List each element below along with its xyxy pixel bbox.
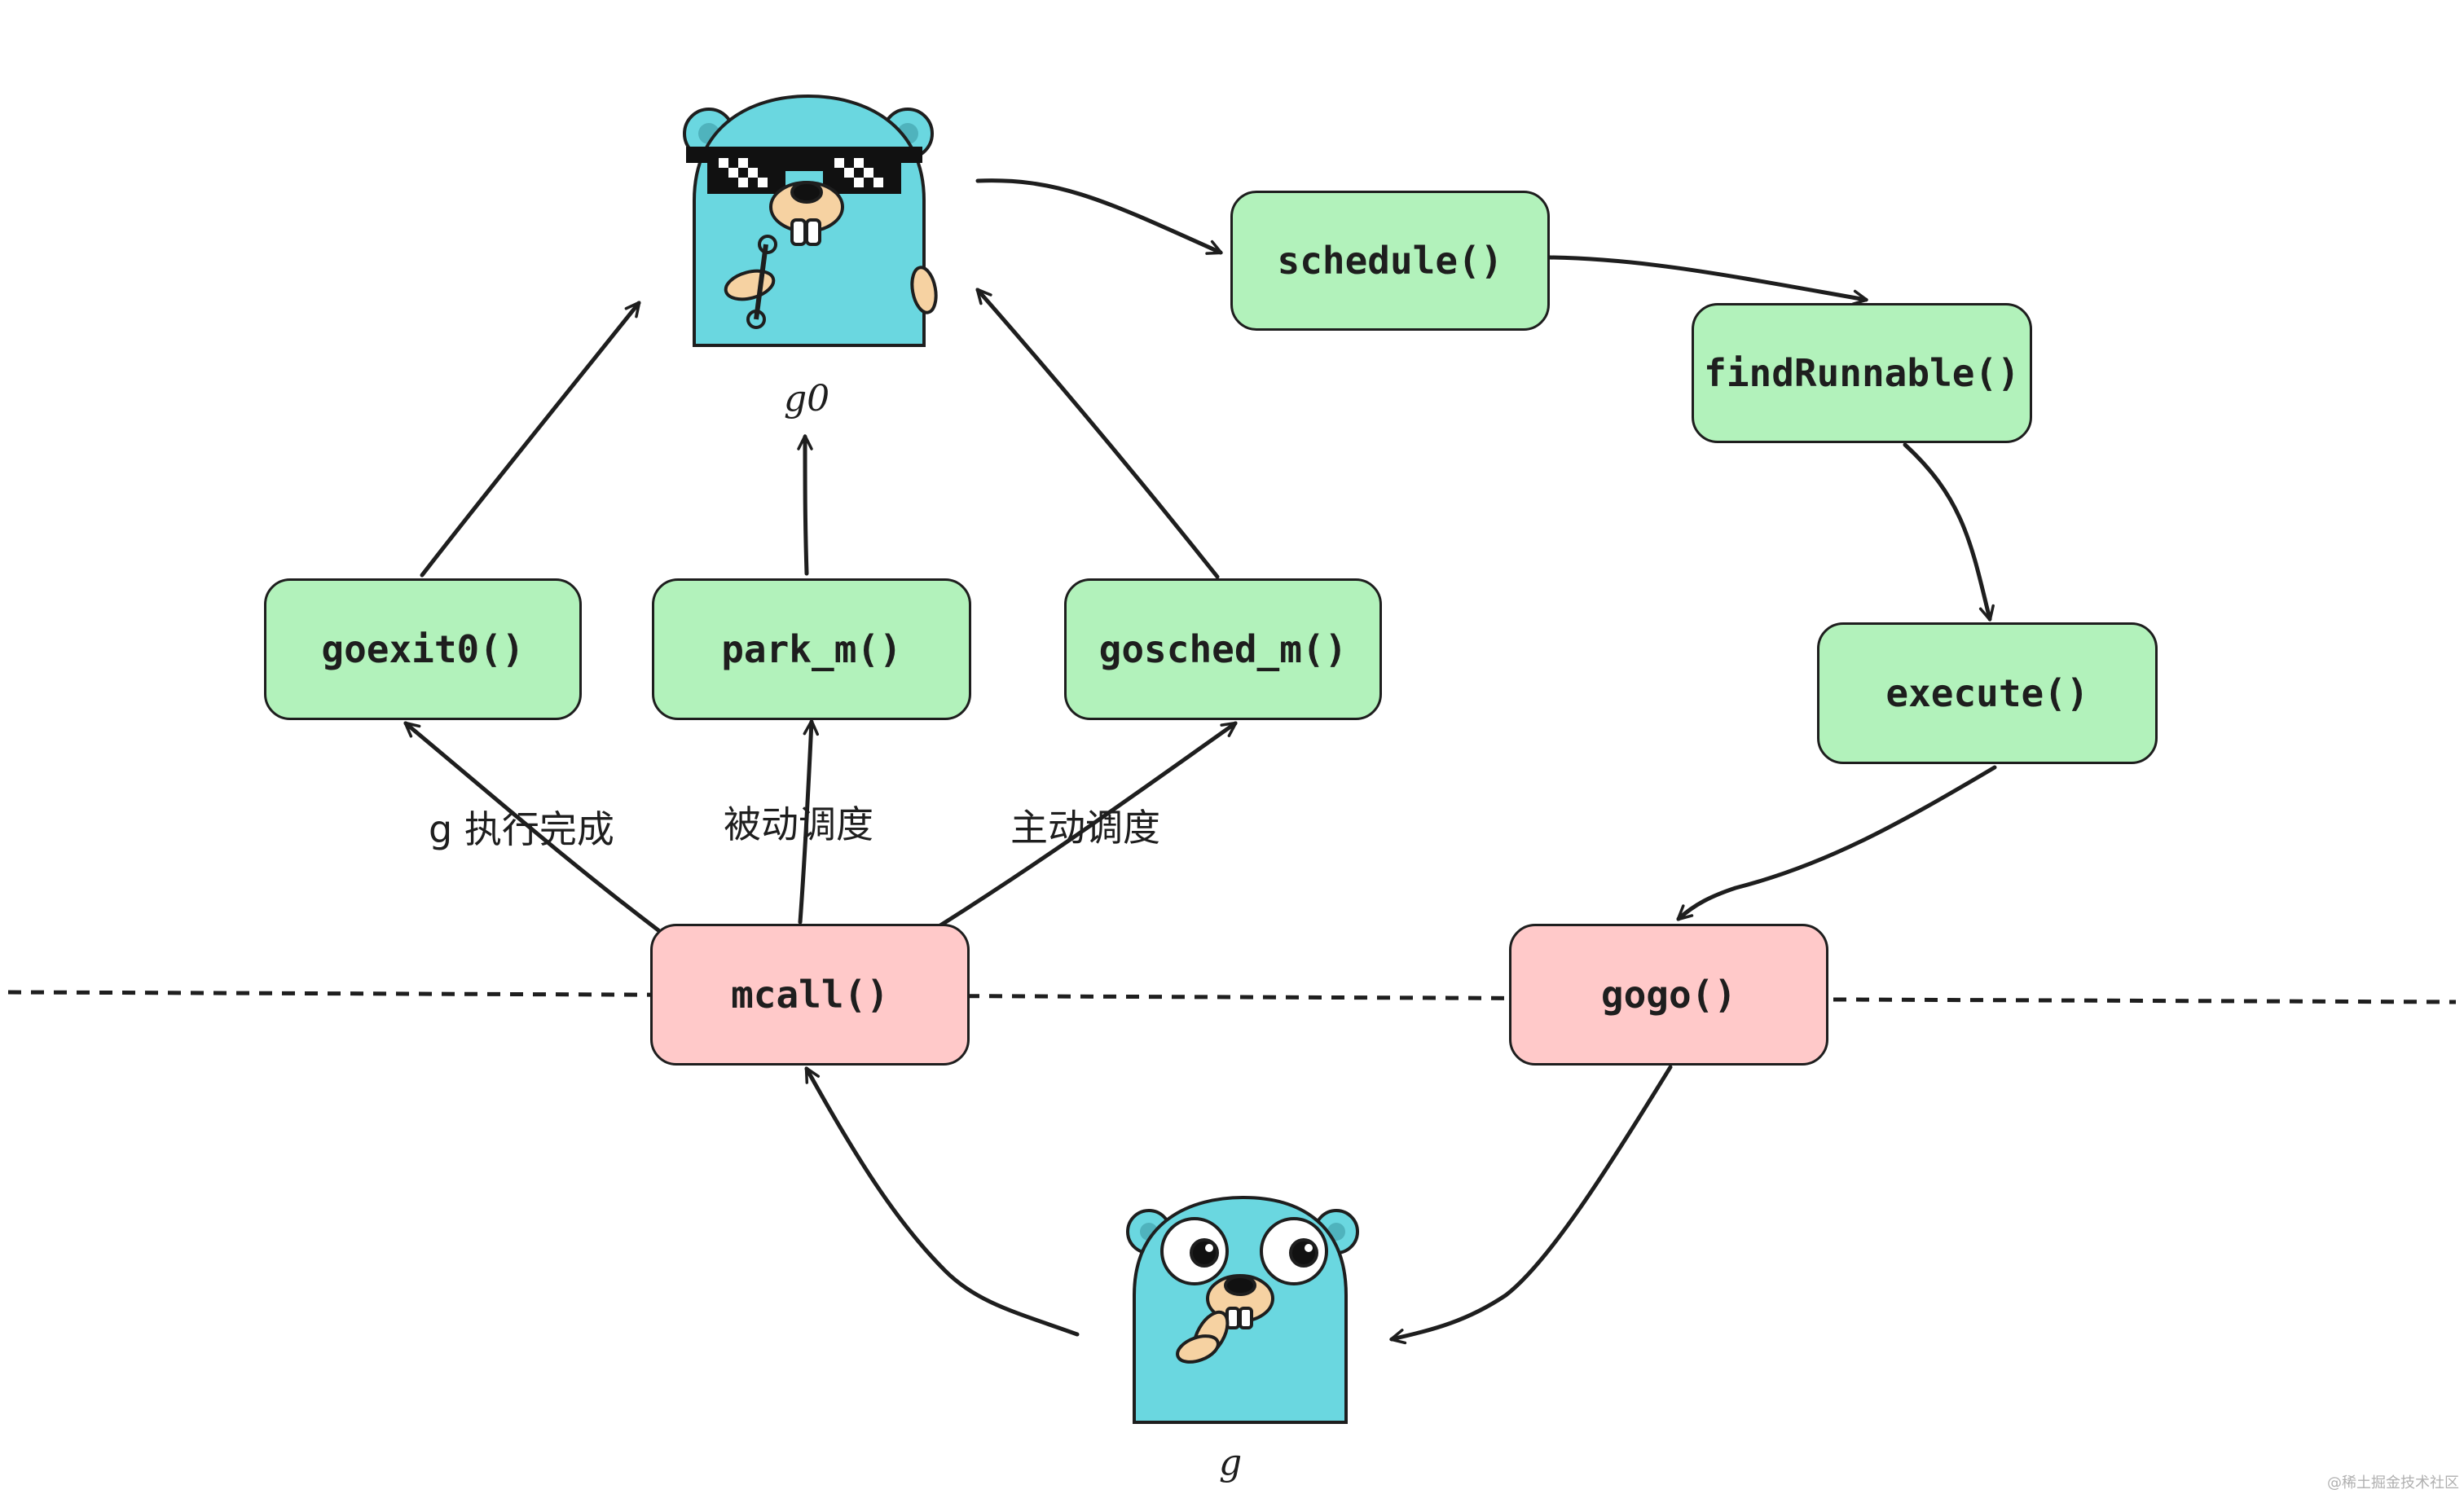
arrow-mcall-to-goexit0 xyxy=(403,721,661,933)
node-park-m: park_m() xyxy=(652,578,971,720)
gopher-g0-icon xyxy=(683,94,938,347)
edge-label-active: 主动调度 xyxy=(1010,806,1160,850)
dashed-divider-line xyxy=(7,990,2457,1004)
arrow-gosched-m-to-g0 xyxy=(975,288,1220,579)
node-schedule: schedule() xyxy=(1230,191,1550,331)
node-goexit0: goexit0() xyxy=(264,578,582,720)
arrow-gogo-to-g xyxy=(1389,1065,1673,1345)
gopher-label-g0: g0 xyxy=(784,378,830,420)
node-findrunnable: findRunnable() xyxy=(1692,303,2032,443)
arrow-park-m-to-g0 xyxy=(797,434,813,576)
node-execute: execute() xyxy=(1817,622,2158,764)
arrow-schedule-to-findrunnable xyxy=(1547,255,1868,306)
arrow-mcall-to-park-m xyxy=(798,719,820,925)
edge-label-passive: 被动调度 xyxy=(724,802,873,846)
arrow-mcall-to-gosched-m xyxy=(938,721,1238,928)
gopher-label-g: g xyxy=(1219,1442,1243,1483)
gopher-g-icon xyxy=(1126,1195,1359,1424)
node-gogo: gogo() xyxy=(1509,924,1828,1066)
watermark-text: @稀土掘金技术社区 xyxy=(2327,1474,2459,1492)
node-gosched-m: gosched_m() xyxy=(1064,578,1382,720)
arrow-g-to-mcall xyxy=(804,1066,1080,1337)
node-mcall: mcall() xyxy=(650,924,970,1066)
arrow-g0-to-schedule xyxy=(975,178,1223,255)
edge-label-g-done: g 执行完成 xyxy=(429,807,614,851)
arrow-execute-to-gogo xyxy=(1676,765,1997,921)
arrow-findrunnable-to-execute xyxy=(1903,442,1995,622)
arrow-goexit0-to-g0 xyxy=(420,301,641,578)
